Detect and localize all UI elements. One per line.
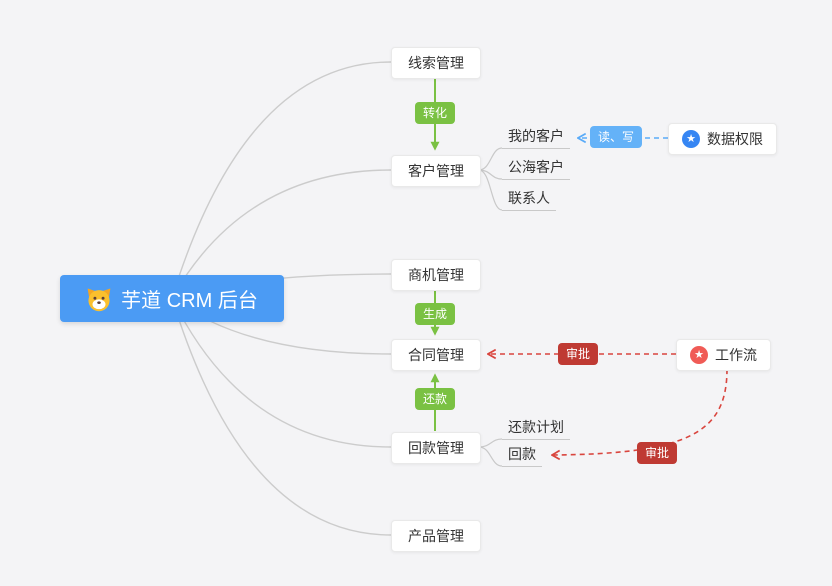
node-label: 回款管理	[408, 440, 464, 456]
edge-badge-generate: 生成	[414, 303, 456, 325]
node-contract-management[interactable]: 合同管理	[391, 339, 481, 371]
node-label: 工作流	[715, 347, 757, 363]
edge-badge-convert: 转化	[414, 102, 456, 124]
dog-icon	[86, 286, 112, 312]
node-label: 线索管理	[408, 55, 464, 71]
leaf-public-customers[interactable]: 公海客户	[502, 157, 570, 180]
node-workflow[interactable]: ★ 工作流	[676, 339, 771, 371]
node-receivable-management[interactable]: 回款管理	[391, 432, 481, 464]
edge-badge-repay: 还款	[414, 388, 456, 410]
edge-badge-read-write: 读、写	[589, 126, 643, 148]
node-label: 商机管理	[408, 267, 464, 283]
leaf-receivable[interactable]: 回款	[502, 444, 542, 467]
node-product-management[interactable]: 产品管理	[391, 520, 481, 552]
root-label: 芋道 CRM 后台	[121, 290, 258, 312]
node-label: 合同管理	[408, 347, 464, 363]
node-lead-management[interactable]: 线索管理	[391, 47, 481, 79]
edge-badge-approve-contract: 审批	[557, 343, 599, 365]
star-icon-blue: ★	[682, 130, 700, 148]
node-label: 客户管理	[408, 163, 464, 179]
leaf-contacts[interactable]: 联系人	[502, 188, 556, 211]
star-icon-red: ★	[690, 346, 708, 364]
root-node-crm[interactable]: 芋道 CRM 后台	[60, 275, 284, 322]
node-data-permission[interactable]: ★ 数据权限	[668, 123, 777, 155]
edge-badge-approve-receivable: 审批	[636, 442, 678, 464]
node-label: 产品管理	[408, 528, 464, 544]
leaf-my-customers[interactable]: 我的客户	[502, 126, 570, 149]
node-opportunity-management[interactable]: 商机管理	[391, 259, 481, 291]
node-label: 数据权限	[707, 131, 763, 147]
leaf-repayment-plan[interactable]: 还款计划	[502, 417, 570, 440]
child-branch-wires	[478, 147, 503, 467]
node-customer-management[interactable]: 客户管理	[391, 155, 481, 187]
